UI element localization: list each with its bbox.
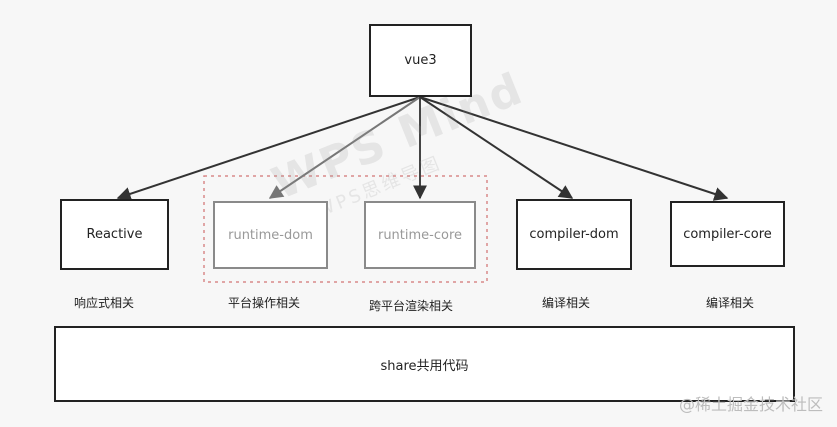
- caption-compiler-dom: 编译相关: [542, 296, 591, 310]
- caption-runtime-core: 跨平台渲染相关: [369, 299, 454, 313]
- node-compiler-core: compiler-core: [670, 201, 785, 267]
- node-vue3: vue3: [369, 24, 472, 97]
- caption-runtime-dom: 平台操作相关: [228, 296, 301, 310]
- node-compiler-dom: compiler-dom: [516, 199, 632, 270]
- node-runtime-core: runtime-core: [364, 201, 476, 269]
- edge-vue3-runtime-dom: [268, 96, 421, 199]
- node-runtime-dom: runtime-dom: [213, 201, 328, 269]
- edge-vue3-compiler-dom: [419, 96, 574, 199]
- edge-vue3-reactive: [116, 96, 421, 201]
- edge-vue3-compiler-core: [419, 96, 729, 201]
- caption-compiler-core: 编译相关: [706, 296, 755, 310]
- node-reactive: Reactive: [60, 199, 169, 270]
- runtime-group-dashed-frame: [203, 175, 488, 283]
- node-share: share共用代码: [54, 326, 795, 402]
- caption-reactive: 响应式相关: [74, 296, 135, 310]
- site-watermark: @稀土掘金技术社区: [678, 395, 823, 414]
